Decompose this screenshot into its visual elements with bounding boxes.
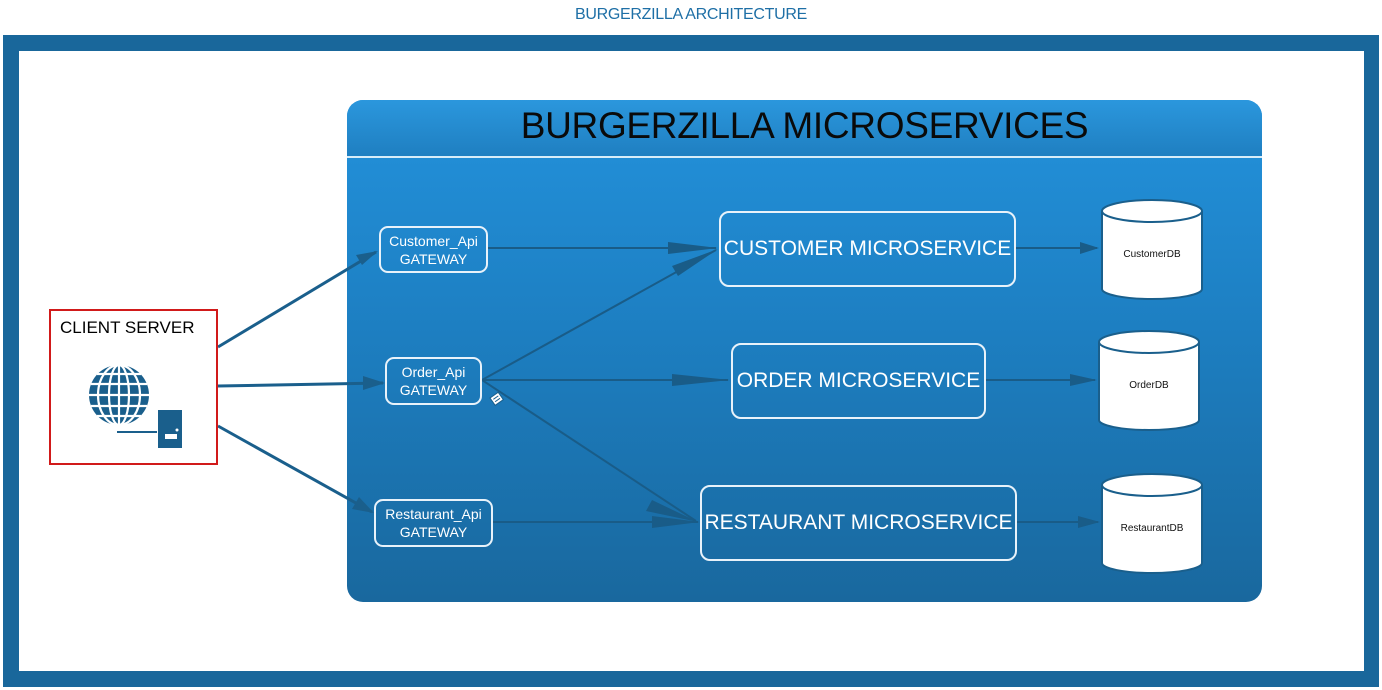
- arrow-order-gateway-to-restaurant-ms: [481, 379, 697, 522]
- microservice-restaurant[interactable]: RESTAURANT MICROSERVICE: [700, 485, 1017, 561]
- arrowhead-restaurant-ms-1: [646, 500, 698, 522]
- arrowhead-customer-ms-2: [672, 249, 718, 276]
- db-order-label: OrderDB: [1129, 380, 1169, 391]
- arrowhead-order-gateway: [363, 376, 385, 390]
- arrowhead-order-ms: [672, 374, 730, 386]
- database-order: [1098, 330, 1200, 431]
- client-server[interactable]: CLIENT SERVER: [49, 309, 218, 465]
- arrowhead-customer-ms-1: [668, 242, 718, 254]
- arrowhead-order-db: [1070, 374, 1097, 386]
- globe-icon: [89, 363, 149, 427]
- database-restaurant: [1101, 473, 1203, 574]
- gateway-order-type: GATEWAY: [399, 382, 468, 398]
- arrowhead-customer-gateway: [356, 251, 378, 265]
- gateway-restaurant[interactable]: Restaurant_Api GATEWAY: [374, 499, 493, 547]
- server-icon: [117, 410, 182, 448]
- microservice-restaurant-label: RESTAURANT MICROSERVICE: [704, 511, 1013, 534]
- gateway-customer-name: Customer_Api: [389, 232, 478, 249]
- gateway-customer[interactable]: Customer_Api GATEWAY: [379, 226, 488, 273]
- arrowhead-restaurant-gateway: [352, 497, 374, 513]
- gateway-restaurant-name: Restaurant_Api: [385, 506, 482, 522]
- arrowhead-restaurant-db: [1078, 516, 1100, 528]
- db-restaurant-label: RestaurantDB: [1120, 523, 1184, 534]
- db-customer-label: CustomerDB: [1123, 249, 1181, 260]
- client-server-label: CLIENT SERVER: [60, 318, 195, 337]
- microservice-customer-label: CUSTOMER MICROSERVICE: [723, 237, 1012, 260]
- gateway-order-name: Order_Api: [401, 364, 466, 380]
- tag-icon: [489, 391, 505, 407]
- arrow-client-to-order-gateway: [217, 381, 384, 388]
- gateway-restaurant-type: GATEWAY: [399, 524, 468, 540]
- arrow-client-to-restaurant-gateway: [217, 424, 373, 514]
- gateway-customer-type: GATEWAY: [399, 250, 468, 267]
- panel-header: BURGERZILLA MICROSERVICES: [347, 100, 1262, 158]
- arrowhead-restaurant-ms-2: [652, 516, 700, 528]
- panel-title: BURGERZILLA MICROSERVICES: [520, 105, 1089, 146]
- database-customer: [1101, 199, 1203, 300]
- client-server-icon: [89, 363, 182, 448]
- microservice-order[interactable]: ORDER MICROSERVICE: [731, 343, 986, 419]
- microservice-order-label: ORDER MICROSERVICE: [736, 369, 981, 392]
- arrow-client-to-customer-gateway: [217, 250, 377, 349]
- gateway-order[interactable]: Order_Api GATEWAY: [385, 357, 482, 405]
- microservice-customer[interactable]: CUSTOMER MICROSERVICE: [719, 211, 1016, 287]
- arrowhead-customer-db: [1080, 242, 1099, 254]
- page-title: BURGERZILLA ARCHITECTURE: [575, 6, 807, 23]
